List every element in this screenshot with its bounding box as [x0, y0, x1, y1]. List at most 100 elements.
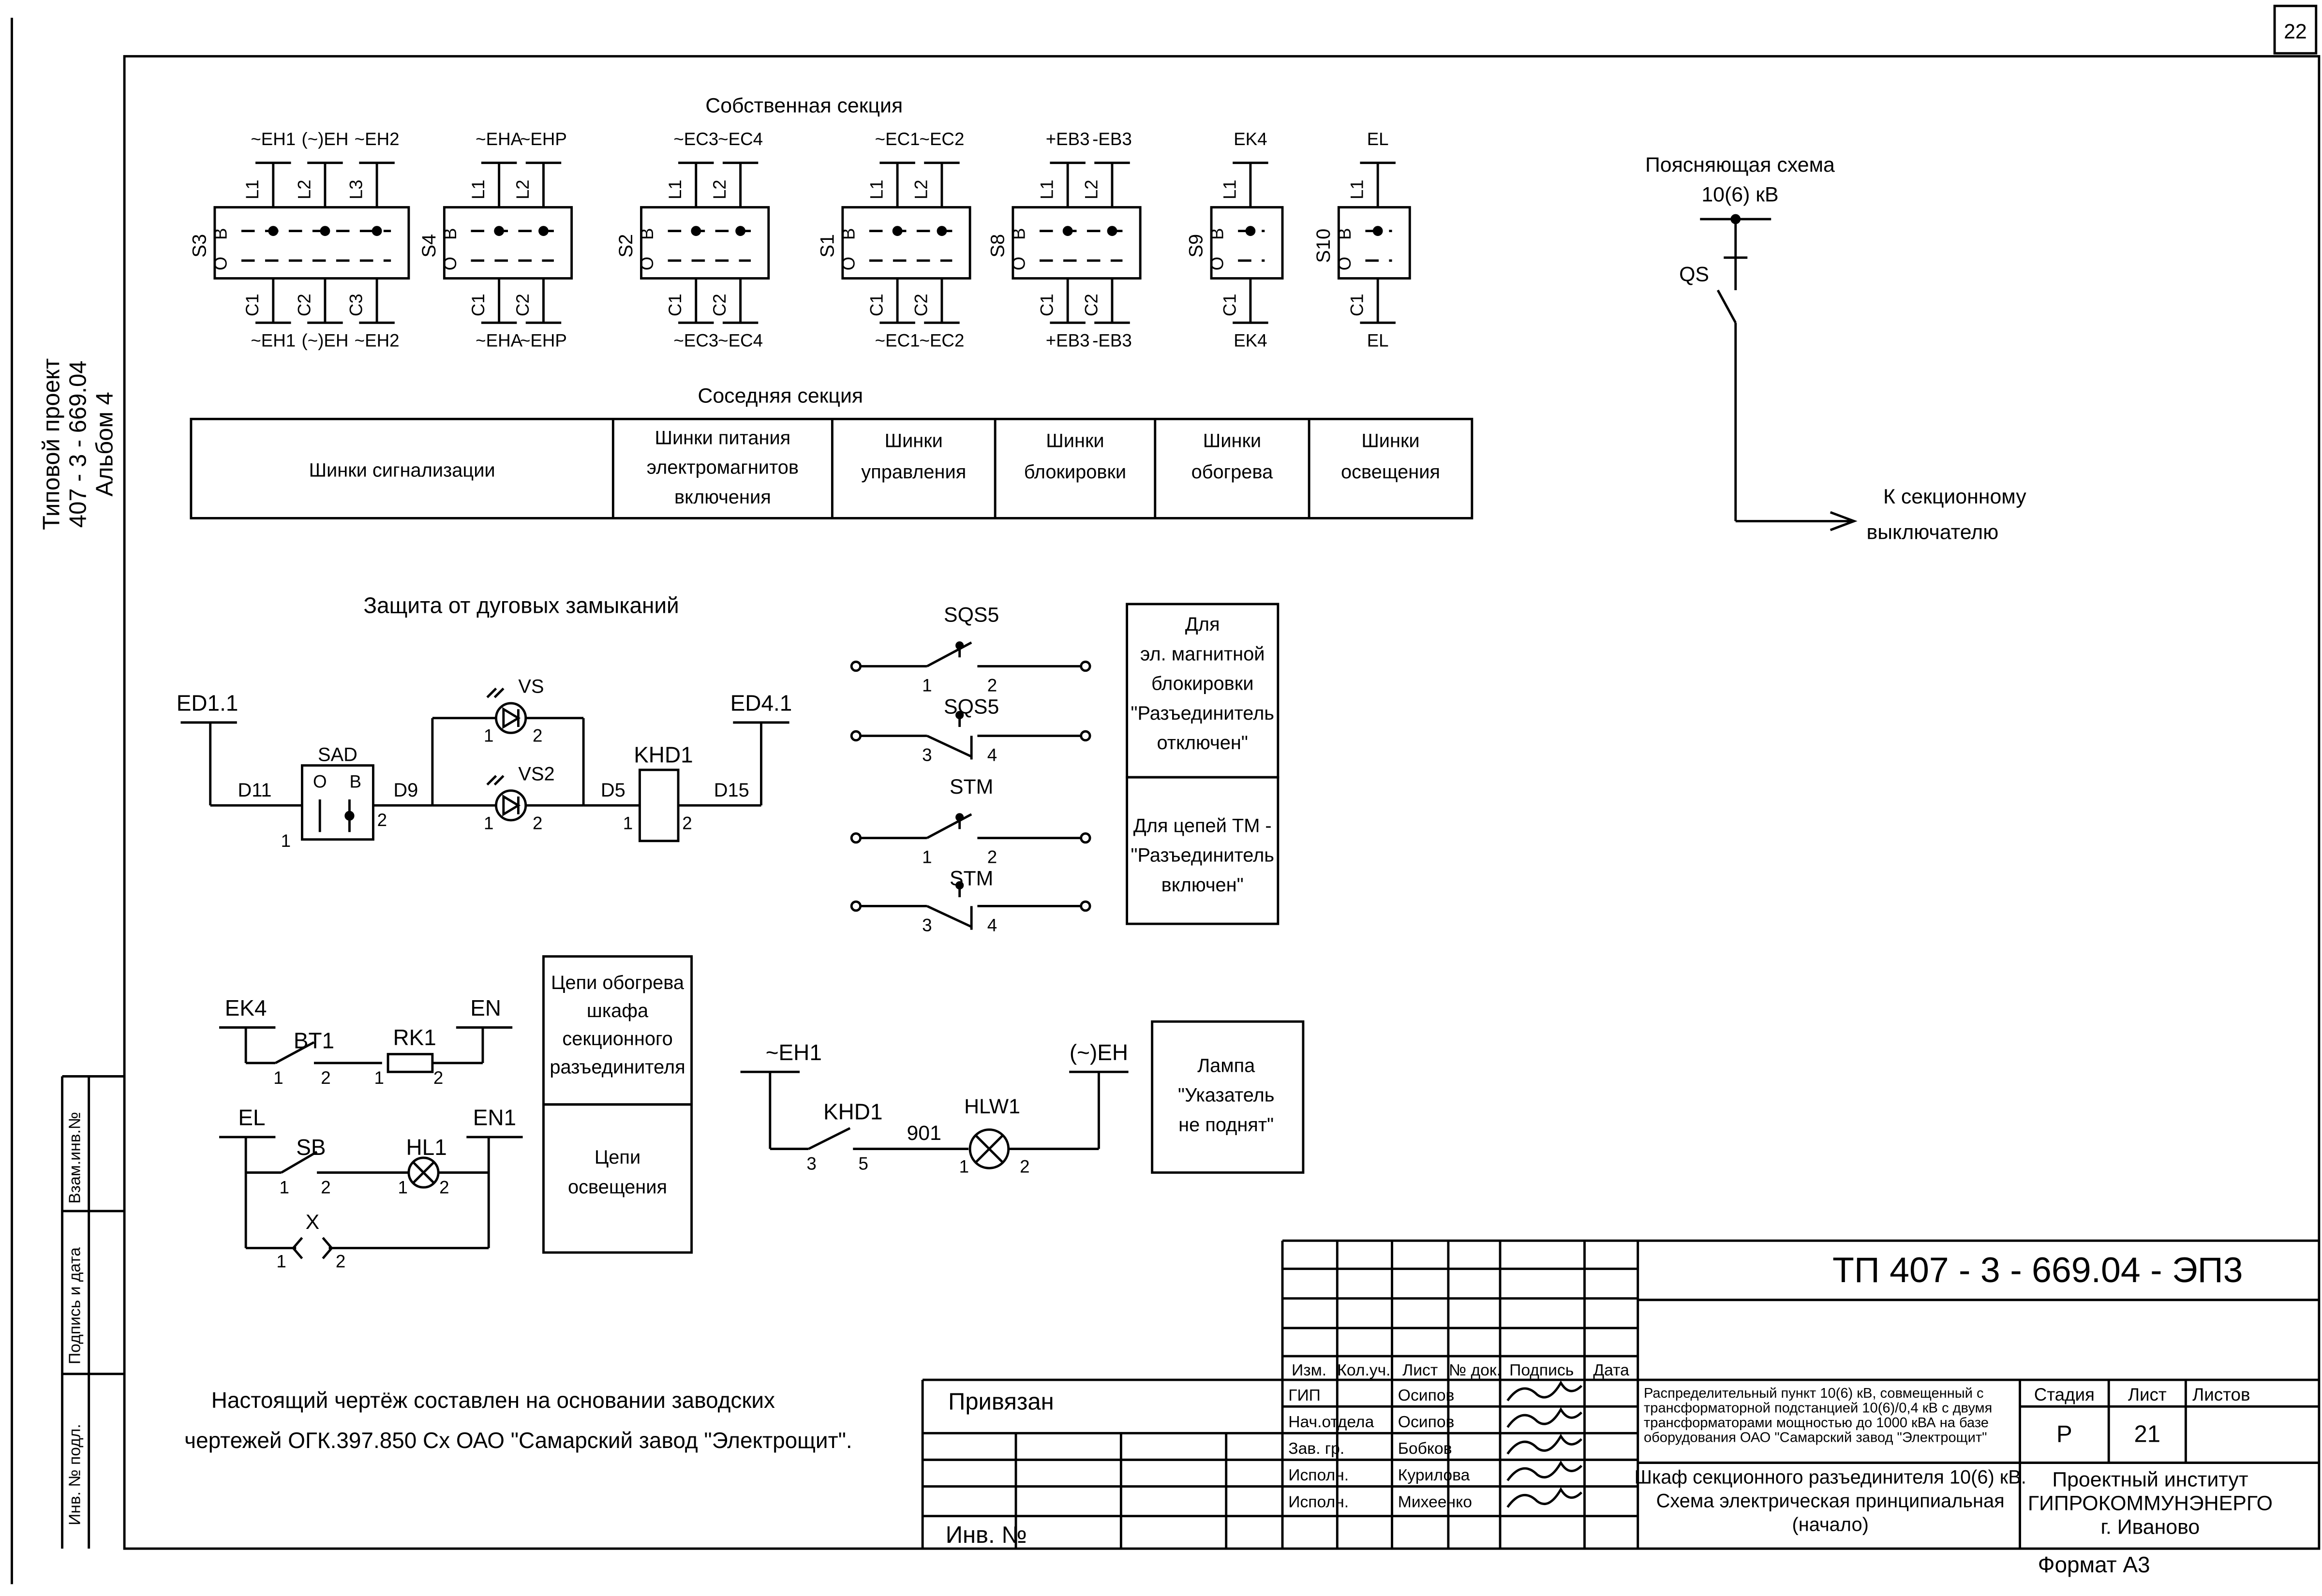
lamp-box: [1151, 1020, 1305, 1174]
contact-blade: [926, 905, 972, 928]
pin-label: 4: [987, 745, 997, 765]
contact-blade: [926, 813, 972, 839]
terminal-circle: [1080, 832, 1091, 844]
drawing-code: ТП 407 - 3 - 669.04 - ЭП3: [1832, 1250, 2243, 1290]
switch-s3-body: [213, 206, 410, 280]
pin-label: 2: [321, 1177, 330, 1197]
terminal-top-label: ~EH2: [355, 129, 400, 149]
terminal-l-label: L2: [513, 179, 533, 199]
terminal-c-label: C2: [1081, 294, 1101, 316]
terminal-bottom-label: +EB3: [1046, 330, 1090, 350]
switch-name: S1: [817, 234, 838, 258]
stamp-header: Кол.уч.: [1337, 1361, 1390, 1379]
terminal-l-label: L2: [911, 179, 931, 199]
terminal-l-label: L1: [1347, 179, 1367, 199]
pin-label: 2: [433, 1068, 443, 1088]
actuator-dot: [955, 710, 964, 720]
pin-label: 3: [806, 1153, 816, 1173]
pin-label: 1: [959, 1156, 969, 1176]
stamp-role: Нач.отдела: [1288, 1413, 1374, 1431]
switch-name: S9: [1186, 234, 1207, 258]
junction-dot: [1730, 214, 1741, 224]
pin-label: 1: [374, 1068, 384, 1088]
qs-label: QS: [1679, 263, 1709, 286]
lamp-box-text: "Указатель: [1178, 1085, 1275, 1106]
rk1-resistor: [387, 1053, 434, 1073]
vs-sensor-diode: [502, 707, 521, 729]
vs2-sensor-ray: [486, 775, 497, 786]
switch-pos-b: B: [210, 228, 230, 240]
terminal-bottom-label: ~EC3: [673, 330, 718, 350]
terminal-bottom-label: ~EC2: [920, 330, 965, 350]
terminal-top-label: +EB3: [1046, 129, 1090, 149]
switch-pos-b: B: [440, 228, 460, 239]
neighbor-cell-text: обогрева: [1191, 461, 1273, 483]
bus-ed41-label: ED4.1: [730, 690, 792, 715]
blocking-box2-text: "Разъединитель: [1131, 845, 1274, 866]
terminal-l-label: L2: [710, 179, 729, 199]
contact-label: STM: [950, 775, 993, 798]
vs2-sensor-ray: [493, 775, 505, 786]
stamp-role: ГИП: [1288, 1387, 1321, 1404]
signature: [1506, 1433, 1583, 1455]
stage-value: Р: [2056, 1421, 2072, 1448]
stamp-drawing-title: Шкаф секционного разъединителя 10(6) кВ.: [1635, 1466, 2026, 1488]
switch-s1-body: [841, 206, 971, 280]
contact-blade: [926, 641, 972, 667]
inv-label: Инв. №: [946, 1522, 1027, 1548]
terminal-l-label: L1: [468, 179, 488, 199]
terminal-c-label: C1: [1220, 294, 1239, 316]
org-line: ГИПРОКОММУНЭНЕРГО: [2028, 1492, 2273, 1515]
pin-label: 2: [682, 813, 692, 833]
blocking-box1-text: блокировки: [1151, 673, 1253, 695]
vs2-sensor-circle: [495, 789, 527, 822]
bus-ed11-label: ED1.1: [177, 690, 238, 715]
switch-pos-b: B: [637, 228, 657, 239]
project-title-line3: Альбом 4: [92, 392, 118, 497]
stamp-role: Зав. гр.: [1288, 1440, 1344, 1458]
switch-pos-b: B: [838, 228, 858, 240]
pin-label: 1: [280, 1177, 289, 1197]
terminal-bottom-label: -EB3: [1092, 330, 1132, 350]
explain-voltage: 10(6) кВ: [1701, 183, 1778, 206]
pin-label: 1: [922, 847, 932, 867]
project-title-line1: Типовой проект: [38, 358, 64, 530]
qs-blade: [1716, 289, 1737, 324]
pin-label: 1: [398, 1177, 407, 1197]
contact-dot: [372, 226, 382, 236]
contact-label: SQS5: [944, 695, 999, 719]
switch-pos-b: B: [1335, 228, 1354, 240]
switch-s4-body: [443, 206, 573, 280]
terminal-bottom-label: ~EC1: [875, 330, 920, 350]
switch-s10-body: [1337, 206, 1411, 280]
bus-eh1-label: ~EH1: [766, 1040, 822, 1065]
stamp-name: Бобков: [1398, 1440, 1452, 1458]
bus-el-label: EL: [238, 1105, 265, 1130]
light-box-text: освещения: [568, 1176, 667, 1197]
rk1-label: RK1: [393, 1025, 436, 1050]
terminal-top-label: EL: [1367, 129, 1389, 149]
terminal-top-label: (~)EH: [301, 129, 348, 149]
pin-label: 2: [987, 847, 997, 867]
pin-label: 2: [336, 1251, 345, 1271]
switch-pos-b: B: [1009, 228, 1028, 240]
pin-label: 1: [281, 831, 291, 851]
pin-label: 2: [987, 676, 997, 695]
terminal-l-label: L1: [665, 179, 685, 199]
switch-pos-o: O: [1009, 257, 1028, 271]
org-line: г. Иваново: [2101, 1515, 2200, 1538]
note-line2: чертежей ОГК.397.850 Сх ОАО "Самарский з…: [184, 1428, 852, 1453]
arrow-head: [1830, 511, 1858, 532]
hl1-label: HL1: [406, 1135, 447, 1160]
blocking-box2: [1126, 776, 1280, 925]
sheet-label: Лист: [2128, 1385, 2167, 1404]
wire-d15-label: D15: [714, 780, 749, 801]
stamp-header: № док.: [1449, 1361, 1501, 1379]
pin-label: 1: [276, 1251, 286, 1271]
terminal-bottom-label: EK4: [1234, 330, 1267, 350]
terminal-bottom-label: (~)EH: [301, 330, 348, 350]
terminal-bottom-label: ~EC4: [718, 330, 763, 350]
stamp-drawing-title: (начало): [1792, 1514, 1868, 1535]
terminal-c-label: C1: [665, 294, 685, 316]
